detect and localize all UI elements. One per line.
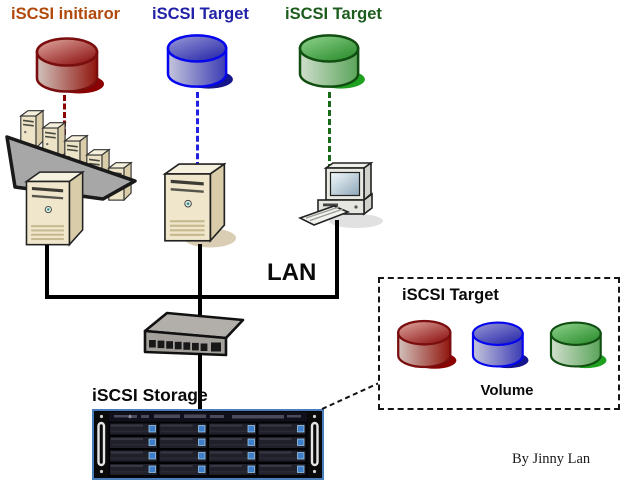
monitor-screen <box>329 171 361 197</box>
storage-top-panel <box>109 412 307 422</box>
cluster-front-server <box>25 171 84 246</box>
target-box-title: iSCSI Target <box>402 286 499 304</box>
tower-server-icon <box>164 163 236 248</box>
server-cluster-icon <box>5 109 137 246</box>
initiator-dashed-connector <box>63 95 66 135</box>
red-cylinder-disk-icon <box>30 33 108 97</box>
server-switch-line <box>198 244 202 315</box>
blue-cylinder-disk-icon <box>162 30 236 92</box>
storage-target-dashed-link <box>321 382 380 410</box>
lan-label: LAN <box>267 259 317 286</box>
desktop-shadow <box>329 214 383 228</box>
desktop-computer-icon <box>298 162 383 228</box>
left-handle <box>97 421 106 467</box>
initiator-label: iSCSI initiaror <box>11 5 121 23</box>
green-cylinder-disk-icon <box>294 30 368 92</box>
switch-storage-line <box>198 353 202 411</box>
volume-label: Volume <box>480 382 534 399</box>
box-green-cylinder-disk-icon <box>546 314 609 375</box>
target-blue-dashed-connector <box>196 92 199 168</box>
box-blue-cylinder-disk-icon <box>468 314 531 375</box>
storage-array-icon <box>92 409 324 480</box>
target-green-dashed-connector <box>328 92 331 170</box>
box-red-cylinder-disk-icon <box>393 312 459 376</box>
target-blue-label: iSCSI Target <box>152 5 249 23</box>
desktop-lan-line <box>335 220 339 299</box>
iscsi-target-box: iSCSI Target Volume <box>378 277 620 410</box>
right-handle <box>310 421 319 467</box>
credit-text: By Jinny Lan <box>512 451 591 467</box>
storage-label: iSCSI Storage <box>92 385 208 405</box>
network-switch-icon <box>143 311 245 357</box>
initiator-lan-line <box>45 245 49 299</box>
switch-ports <box>149 340 221 352</box>
lan-bus-line <box>45 295 339 299</box>
target-green-label: iSCSI Target <box>285 5 382 23</box>
